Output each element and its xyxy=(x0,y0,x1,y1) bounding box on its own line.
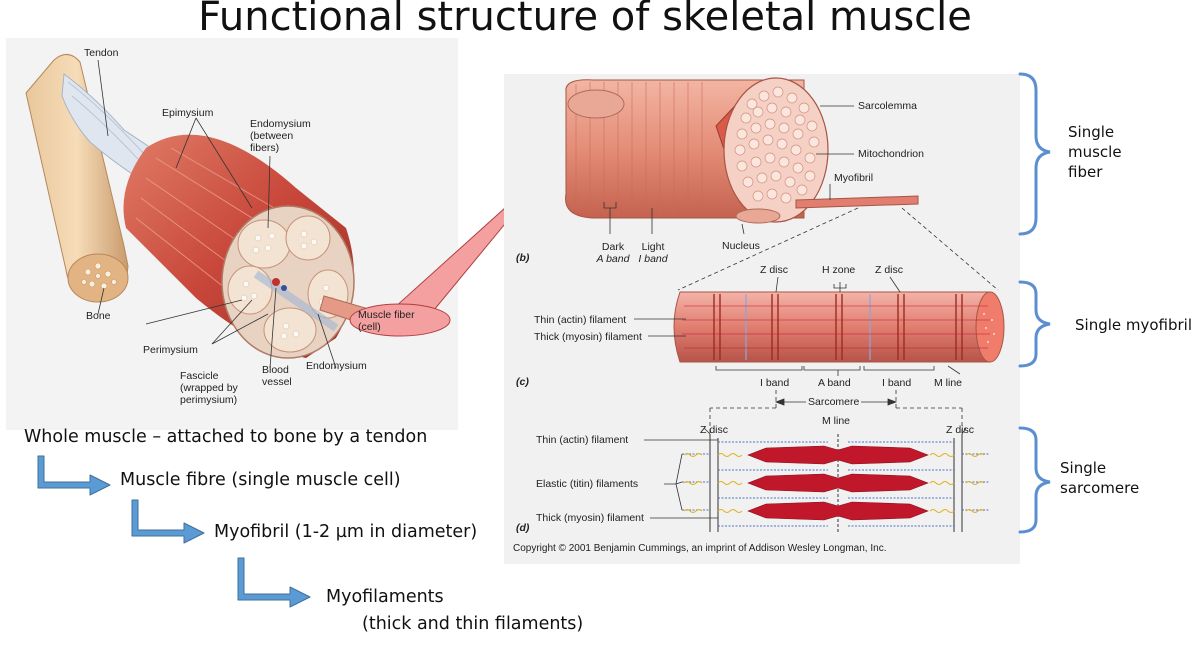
label-endomysium: Endomysium xyxy=(306,360,367,372)
hierarchy-myofibril: Myofibril (1-2 µm in diameter) xyxy=(214,522,478,542)
label-myofibril: Myofibril xyxy=(834,172,874,184)
label-z-disc-1: Z disc xyxy=(760,264,789,276)
label-thick-myosin-c: Thick (myosin) filament xyxy=(534,331,642,343)
label-mitochondrion: Mitochondrion xyxy=(858,148,924,160)
label-m-line-c: M line xyxy=(934,377,963,389)
label-light-i-band: Light I band xyxy=(638,241,668,265)
hierarchy-myofilaments-detail: (thick and thin filaments) xyxy=(362,614,584,634)
label-sarcomere: Sarcomere xyxy=(806,396,862,408)
fiber-sarcomere-illustration xyxy=(504,74,1020,564)
label-thin-actin-d: Thin (actin) filament xyxy=(536,434,629,446)
hierarchy-arrows xyxy=(37,455,311,608)
elbow-arrow-3 xyxy=(237,557,311,608)
label-z-disc-2: Z disc xyxy=(875,264,904,276)
label-elastic-titin: Elastic (titin) filaments xyxy=(536,478,639,490)
label-bone: Bone xyxy=(86,310,111,322)
label-single-myofibril: Single myofibril xyxy=(1075,316,1193,334)
elbow-arrow-2 xyxy=(131,499,205,544)
label-fascicle: Fascicle (wrapped by perimysium) xyxy=(180,370,238,406)
label-single-muscle-fiber: Single muscle fiber xyxy=(1068,123,1122,181)
hierarchy-myofilaments: Myofilaments xyxy=(326,587,444,607)
label-z-disc-right: Z disc xyxy=(946,424,975,436)
label-z-disc-left: Z disc xyxy=(700,424,729,436)
label-thick-myosin-d: Thick (myosin) filament xyxy=(536,512,644,524)
hierarchy-muscle-fibre: Muscle fibre (single muscle cell) xyxy=(120,470,401,490)
label-m-line-d: M line xyxy=(822,415,851,427)
label-single-sarcomere: Single sarcomere xyxy=(1060,459,1140,497)
label-h-zone: H zone xyxy=(822,264,856,276)
label-perimysium: Perimysium xyxy=(143,344,198,356)
label-a-band: A band xyxy=(818,377,851,389)
elbow-arrow-1 xyxy=(37,455,111,496)
label-thin-actin-c: Thin (actin) filament xyxy=(534,314,627,326)
label-muscle-fiber-cell: Muscle fiber (cell) xyxy=(358,309,415,333)
label-i-band-2: I band xyxy=(882,377,912,389)
label-blood-vessel: Blood vessel xyxy=(262,364,292,388)
panel-letter-b: (b) xyxy=(516,252,530,264)
label-epimysium: Epimysium xyxy=(162,107,214,119)
side-brackets xyxy=(1018,72,1051,534)
label-tendon: Tendon xyxy=(84,47,119,59)
label-endomysium-between: Endomysium (between fibers) xyxy=(250,118,311,154)
label-dark-a-band: Dark A band xyxy=(596,241,630,265)
label-sarcolemma: Sarcolemma xyxy=(858,100,917,112)
whole-muscle-illustration xyxy=(6,38,458,430)
panel-letter-c: (c) xyxy=(516,376,529,388)
label-nucleus: Nucleus xyxy=(722,240,760,252)
copyright-note: Copyright © 2001 Benjamin Cummings, an i… xyxy=(513,543,887,554)
label-i-band-1: I band xyxy=(760,377,790,389)
panel-letter-d: (d) xyxy=(516,522,530,534)
hierarchy-whole-muscle: Whole muscle – attached to bone by a ten… xyxy=(24,427,428,447)
page-title: Functional structure of skeletal muscle xyxy=(198,0,972,40)
